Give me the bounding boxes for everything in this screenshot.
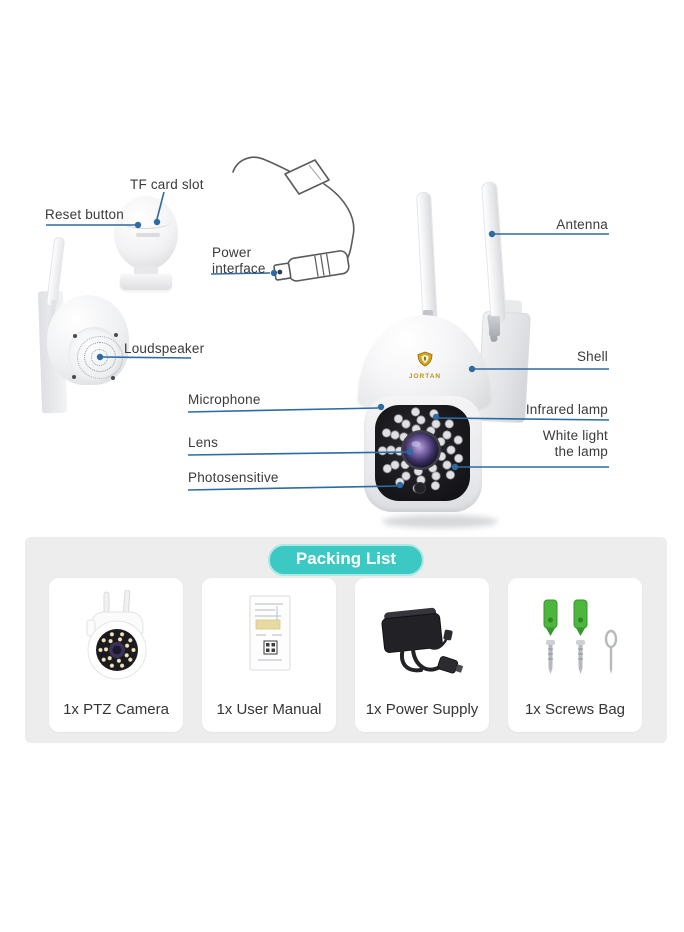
camera-top-seam bbox=[120, 212, 172, 229]
packing-list-title: Packing List bbox=[267, 544, 425, 576]
dc-jack bbox=[273, 250, 350, 282]
packing-item-label: 1x Screws Bag bbox=[524, 701, 626, 718]
packing-item-user-manual: 1x User Manual bbox=[202, 578, 336, 732]
wall-anchor bbox=[543, 599, 558, 636]
antenna-left bbox=[416, 191, 438, 323]
label-tf-card-slot: TF card slot bbox=[130, 177, 204, 192]
packing-item-screws-bag: 1x Screws Bag bbox=[508, 578, 642, 732]
label-shell: Shell bbox=[576, 349, 608, 364]
photosensitive-sensor bbox=[414, 482, 426, 494]
packing-item-label: 1x User Manual bbox=[216, 701, 322, 718]
screw-dot bbox=[111, 376, 115, 380]
label-loudspeaker: Loudspeaker bbox=[124, 341, 205, 356]
camera-shadow bbox=[382, 515, 498, 528]
label-reset-button: Reset button bbox=[45, 207, 124, 222]
antenna-right-joint bbox=[489, 316, 500, 336]
screw-dot bbox=[114, 333, 118, 337]
speaker-ring-inner bbox=[91, 349, 108, 366]
ptz-camera-image bbox=[86, 590, 147, 680]
packing-item-power-supply: 1x Power Supply bbox=[355, 578, 489, 732]
camera-lens bbox=[403, 432, 439, 468]
mini-led-ring bbox=[98, 632, 136, 668]
label-power-interface: Power interface bbox=[212, 245, 266, 276]
brand-shield-icon bbox=[417, 351, 433, 367]
label-microphone: Microphone bbox=[188, 392, 261, 407]
brand-name: JORTAN bbox=[408, 373, 442, 380]
sim-eject-pin bbox=[604, 629, 618, 674]
brand-logo: JORTAN bbox=[398, 351, 452, 380]
label-white-light-lamp: White light the lamp bbox=[542, 428, 608, 459]
cable-run bbox=[323, 183, 355, 260]
power-cable-sketch bbox=[232, 156, 355, 282]
power-supply-image bbox=[381, 607, 464, 674]
antenna-right bbox=[481, 181, 507, 325]
cable-connector bbox=[284, 159, 330, 195]
cable-lead bbox=[262, 158, 290, 172]
screw-dot bbox=[72, 375, 76, 379]
label-lens: Lens bbox=[188, 435, 219, 450]
packing-item-ptz-camera: 1x PTZ Camera bbox=[49, 578, 183, 732]
label-photosensitive: Photosensitive bbox=[188, 470, 279, 485]
screw bbox=[576, 640, 585, 674]
packing-list-panel: Packing List 1x PTZ Camera bbox=[25, 537, 667, 743]
label-infrared-lamp: Infrared lamp bbox=[525, 402, 608, 417]
cable-hook bbox=[232, 156, 264, 173]
wall-anchor bbox=[573, 599, 588, 636]
packing-list-cards: 1x PTZ Camera 1x User Manual bbox=[49, 578, 642, 732]
camera-top-neck bbox=[134, 266, 158, 276]
screw-dot bbox=[73, 334, 77, 338]
connector-detail bbox=[308, 164, 322, 181]
screws-bag-image bbox=[543, 599, 618, 674]
label-antenna: Antenna bbox=[556, 217, 608, 232]
tf-card-slot-opening bbox=[136, 233, 160, 237]
packing-item-label: 1x PTZ Camera bbox=[63, 701, 169, 718]
camera-top-base bbox=[120, 274, 172, 290]
lens-glint bbox=[411, 441, 421, 447]
camera-face bbox=[375, 405, 470, 501]
user-manual-image bbox=[249, 595, 291, 671]
packing-item-label: 1x Power Supply bbox=[365, 701, 479, 718]
screw bbox=[546, 640, 555, 674]
camera-face-leds bbox=[377, 407, 464, 494]
